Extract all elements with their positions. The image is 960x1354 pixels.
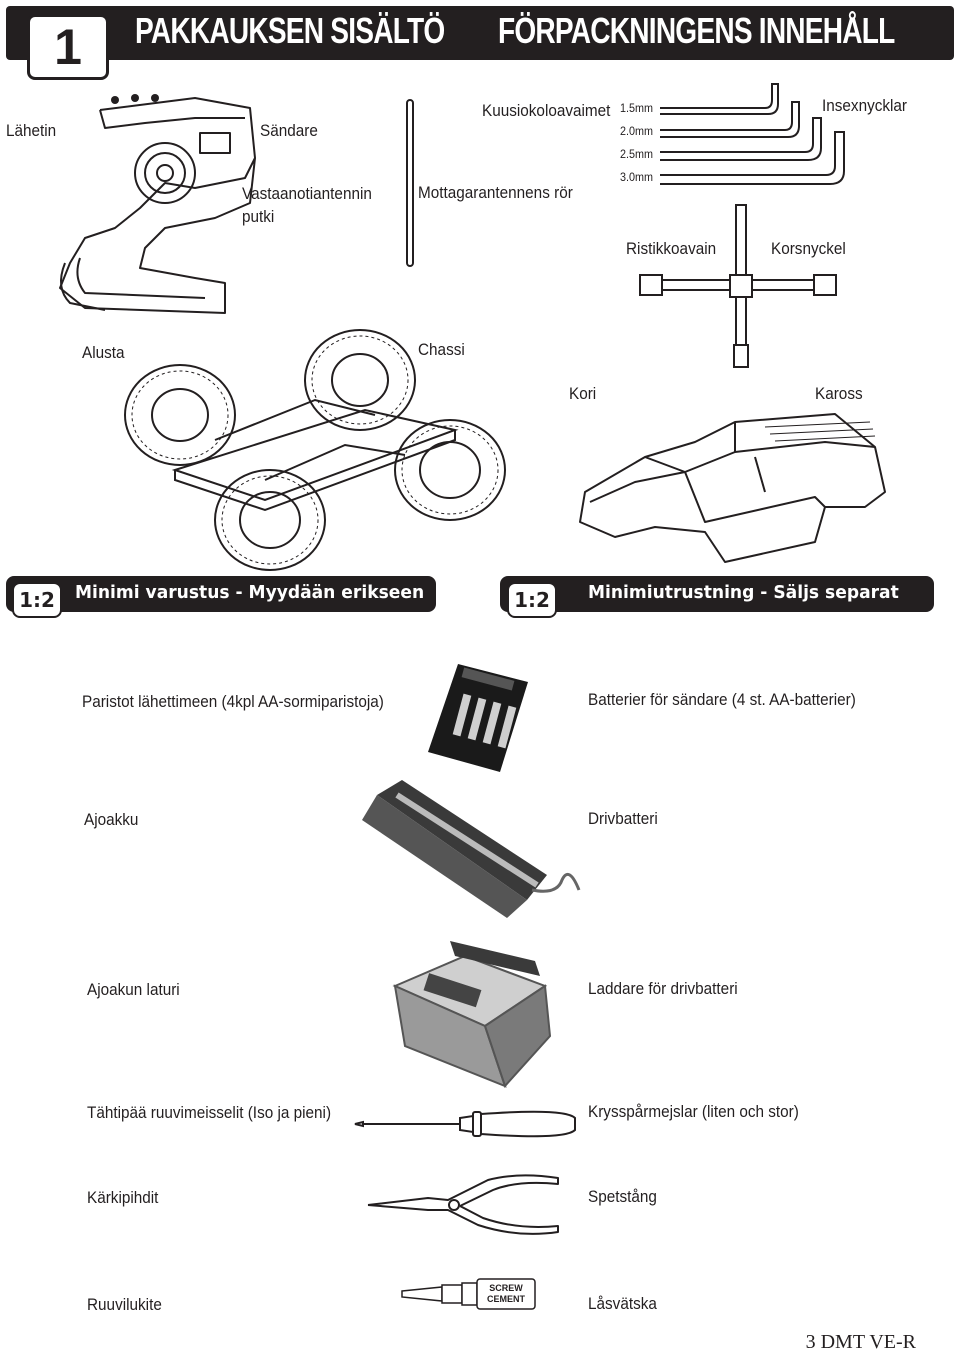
pliers-label-sv: Spetstång [588, 1187, 657, 1206]
screw-cement-text-1: SCREW [489, 1283, 523, 1293]
cross-wrench-illustration [639, 204, 837, 368]
screw-cement-tube-illustration: SCREW CEMENT [401, 1278, 536, 1310]
antenna-tube-label-fi-line2: putki [242, 207, 275, 226]
antenna-tube-label-fi-line1: Vastaanotiantennin [242, 184, 372, 203]
charger-label-fi: Ajoakun laturi [87, 980, 180, 999]
screwdriver-label-fi: Tähtipää ruuvimeisselit (Iso ja pieni) [87, 1103, 332, 1122]
body-shell-illustration [579, 413, 886, 563]
title-swedish: FÖRPACKNINGENS INNEHÅLL [498, 10, 895, 51]
aa-batteries-label-sv: Batterier för sändare (4 st. AA-batterie… [588, 690, 856, 709]
drive-battery-label-fi: Ajoakku [84, 810, 139, 829]
transmitter-label-sv: Sändare [260, 121, 318, 140]
banner-finnish-text: Minimi varustus - Myydään erikseen [75, 582, 425, 603]
drive-battery-image [362, 780, 581, 918]
chassis-label-fi: Alusta [82, 343, 125, 362]
cross-wrench-label-fi: Ristikkoavain [626, 239, 717, 258]
chassis-illustration [124, 329, 506, 571]
cross-wrench-label-sv: Korsnyckel [771, 239, 846, 258]
banner-finnish [6, 576, 436, 612]
banner-finnish-badge: 1:2 [12, 582, 62, 618]
page-footer: 3 DMT VE-R [805, 1331, 916, 1353]
thread-lock-label-fi: Ruuvilukite [87, 1295, 162, 1314]
pliers-label-fi: Kärkipihdit [87, 1188, 159, 1207]
drive-battery-label-sv: Drivbatteri [588, 809, 658, 828]
screw-cement-text-2: CEMENT [487, 1294, 526, 1304]
hex-keys-illustration [660, 83, 845, 185]
aa-batteries-label-fi: Paristot lähettimeen (4kpl AA-sormiparis… [82, 692, 384, 711]
hex-size-1: 1.5mm [620, 101, 654, 115]
aa-battery-pack-image [428, 664, 528, 772]
pliers-illustration [367, 1174, 559, 1235]
body-label-sv: Kaross [815, 384, 863, 403]
transmitter-illustration [59, 94, 256, 314]
thread-lock-label-sv: Låsvätska [588, 1294, 657, 1313]
antenna-tube-label-sv: Mottagarantennens rör [418, 183, 573, 202]
banner-swedish-text: Minimiutrustning - Säljs separat [588, 582, 899, 603]
banner-swedish-badge: 1:2 [507, 582, 557, 618]
header-bar [6, 6, 954, 60]
banner-swedish [500, 576, 934, 612]
title-finnish: PAKKAUKSEN SISÄLTÖ [135, 10, 445, 51]
body-label-fi: Kori [569, 384, 597, 403]
section-number: 1 [27, 14, 109, 80]
antenna-tube-illustration [406, 99, 414, 267]
screwdriver-label-sv: Krysspårmejslar (liten och stor) [588, 1102, 799, 1121]
hex-size-3: 2.5mm [620, 147, 654, 161]
hex-keys-label-fi: Kuusiokoloavaimet [482, 101, 611, 120]
charger-label-sv: Laddare för drivbatteri [588, 979, 738, 998]
transmitter-label-fi: Lähetin [6, 121, 57, 140]
hex-keys-label-sv: Insexnycklar [822, 96, 908, 115]
hex-size-2: 2.0mm [620, 124, 654, 138]
chassis-label-sv: Chassi [418, 340, 465, 359]
screwdriver-illustration [354, 1110, 576, 1138]
hex-size-4: 3.0mm [620, 170, 654, 184]
charger-image [392, 941, 552, 1088]
